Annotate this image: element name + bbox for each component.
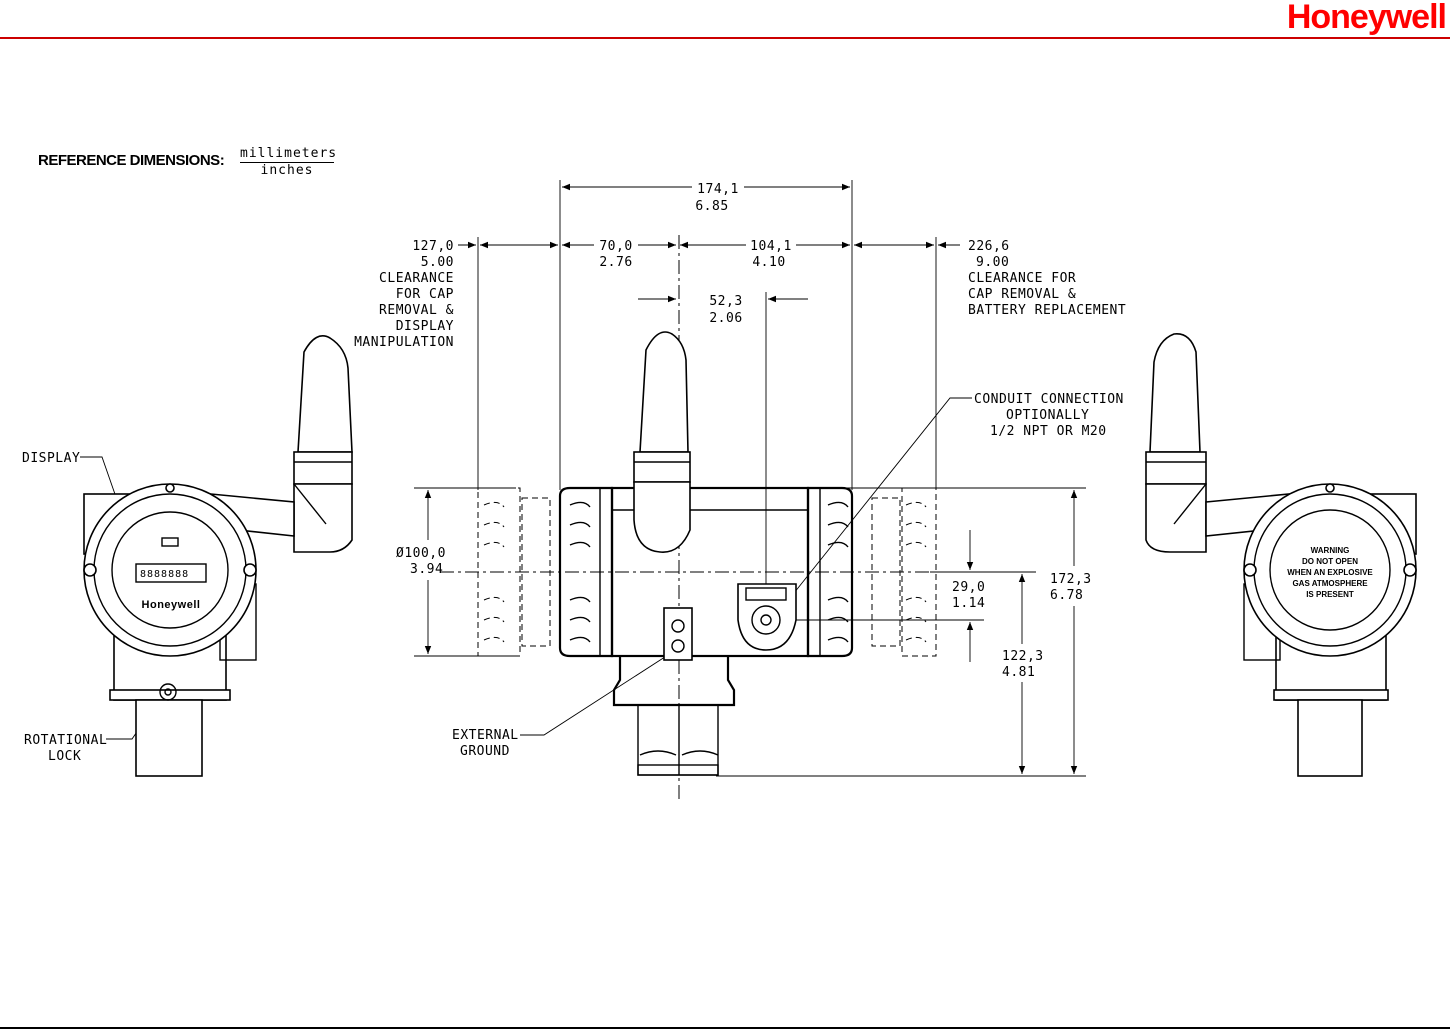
dim-overall-width-mm: 174,1 [697, 182, 739, 197]
conduit-callout-3: 1/2 NPT OR M20 [990, 424, 1107, 439]
left-clearance-note-1: CLEARANCE [379, 271, 454, 286]
left-clearance-note-5: MANIPULATION [354, 335, 454, 350]
dim-conduit-height-in: 1.14 [952, 596, 985, 611]
dim-left-offset-mm: 70,0 [599, 239, 632, 254]
units-inches: inches [260, 163, 314, 178]
left-side-view: 8888888 Honeywell [83, 335, 353, 777]
dim-right-clearance-in: 9.00 [976, 255, 1009, 270]
reference-dimensions-label: REFERENCE DIMENSIONS: [38, 152, 225, 169]
display-digits: 8888888 [140, 569, 189, 580]
units-fraction: millimeters inches [240, 146, 338, 179]
dim-diameter-in: 3.94 [410, 562, 443, 577]
dim-left-clearance-in: 5.00 [421, 255, 454, 270]
rotational-lock-callout-1: ROTATIONAL [24, 733, 107, 748]
external-ground-callout-2: GROUND [460, 744, 510, 759]
display-callout: DISPLAY [22, 451, 80, 466]
dim-conduit-height-mm: 29,0 [952, 580, 985, 595]
left-clearance-note-2: FOR CAP [396, 287, 454, 302]
warning-line-4: GAS ATMOSPHERE [1292, 579, 1368, 588]
right-side-view: WARNING DO NOT OPEN WHEN AN EXPLOSIVE GA… [1145, 333, 1417, 777]
device-logo-left: Honeywell [142, 599, 201, 611]
dim-overall-height-mm: 172,3 [1050, 572, 1092, 587]
dim-lower-height-in: 4.81 [1002, 665, 1035, 680]
right-clearance-note-3: BATTERY REPLACEMENT [968, 303, 1126, 318]
dim-overall-width-in: 6.85 [695, 199, 728, 214]
conduit-callout-1: CONDUIT CONNECTION [974, 392, 1124, 407]
dim-right-clearance-mm: 226,6 [968, 239, 1010, 254]
warning-line-5: IS PRESENT [1306, 590, 1354, 599]
warning-line-2: DO NOT OPEN [1302, 557, 1358, 566]
warning-line-3: WHEN AN EXPLOSIVE [1287, 568, 1373, 577]
warning-line-1: WARNING [1311, 546, 1350, 555]
dim-lower-height-mm: 122,3 [1002, 649, 1044, 664]
conduit-callout-2: OPTIONALLY [1006, 408, 1089, 423]
dim-left-offset-in: 2.76 [599, 255, 632, 270]
dimension-labels: 174,1 6.85 127,0 5.00 CLEARANCE FOR CAP … [22, 182, 1126, 764]
dim-right-offset-mm: 104,1 [750, 239, 792, 254]
honeywell-logo: Honeywell [1286, 0, 1447, 36]
dim-left-clearance-mm: 127,0 [412, 239, 454, 254]
left-clearance-note-4: DISPLAY [396, 319, 454, 334]
front-view [440, 235, 1000, 800]
external-ground-callout-1: EXTERNAL [452, 728, 519, 743]
units-millimeters: millimeters [240, 146, 338, 163]
dim-diameter-mm: Ø100,0 [396, 546, 446, 561]
right-clearance-note-2: CAP REMOVAL & [968, 287, 1076, 302]
dim-conduit-offset-in: 2.06 [709, 311, 742, 326]
rotational-lock-callout-2: LOCK [48, 749, 81, 764]
dim-right-offset-in: 4.10 [752, 255, 785, 270]
dim-conduit-offset-mm: 52,3 [709, 294, 742, 309]
dimension-lines [80, 180, 1086, 777]
right-clearance-note-1: CLEARANCE FOR [968, 271, 1076, 286]
left-clearance-note-3: REMOVAL & [379, 303, 454, 318]
dim-overall-height-in: 6.78 [1050, 588, 1083, 603]
header-rule [0, 37, 1450, 39]
footer-rule [0, 1027, 1450, 1029]
